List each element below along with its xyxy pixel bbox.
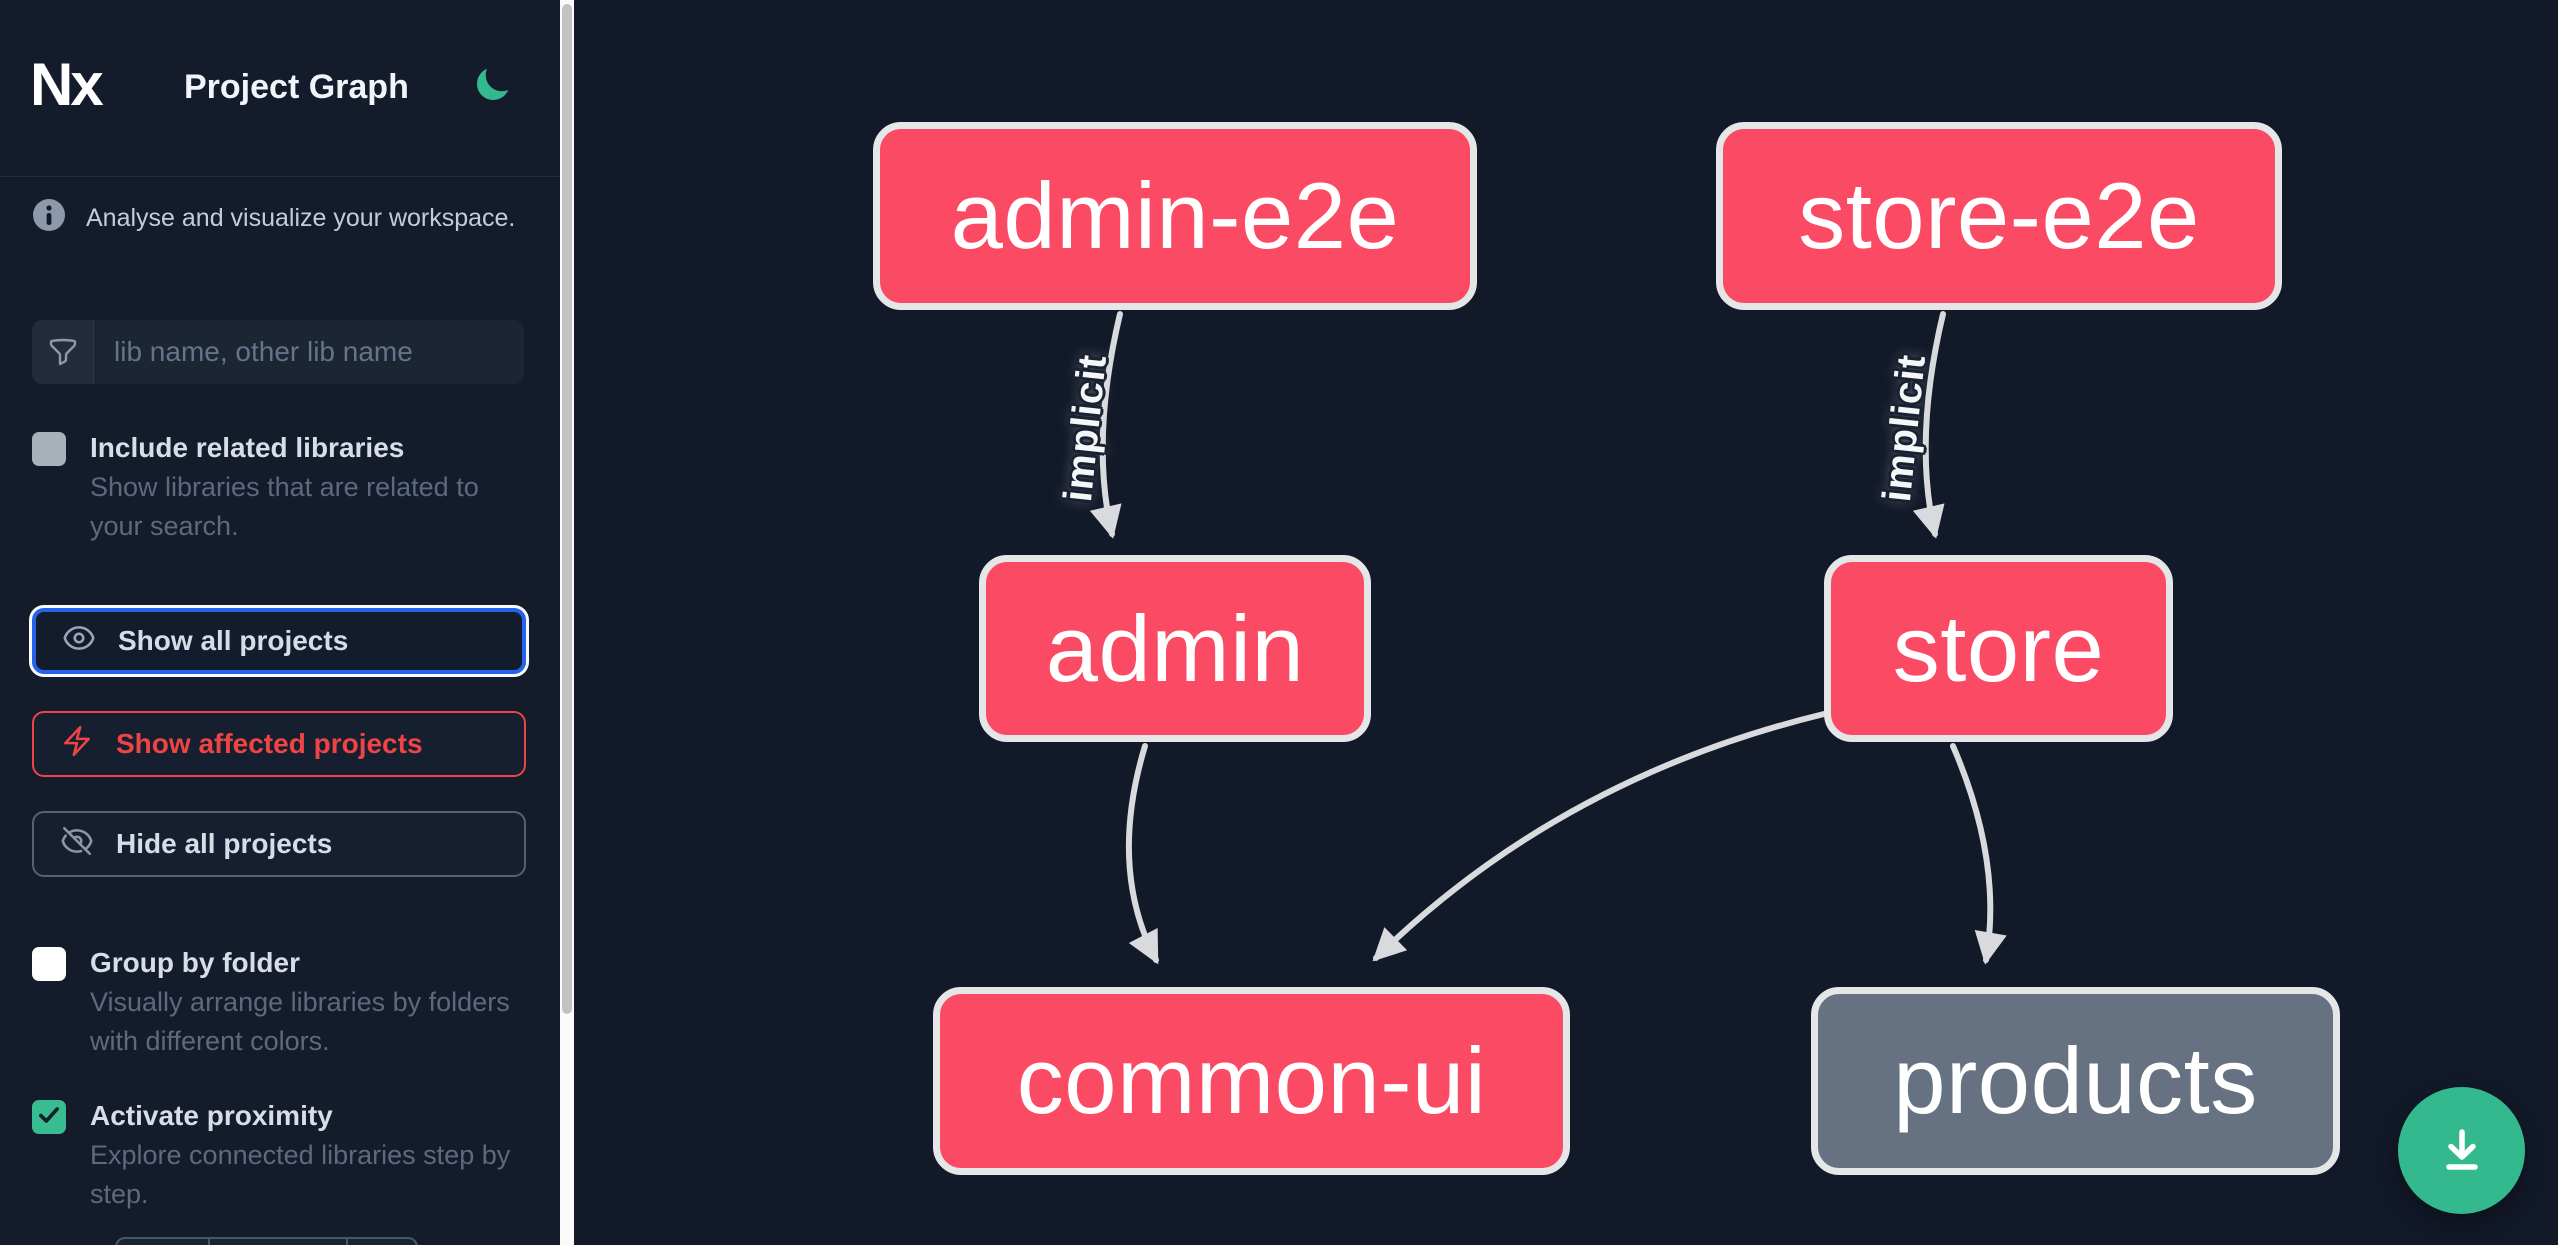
option-activate-proximity: Activate proximity Explore connected lib… bbox=[32, 1098, 528, 1214]
group-by-folder-label[interactable]: Group by folder bbox=[90, 947, 300, 978]
button-label: Show affected projects bbox=[116, 728, 423, 759]
bolt-icon bbox=[60, 724, 94, 765]
search-box bbox=[32, 320, 524, 384]
activate-proximity-description: Explore connected libraries step by step… bbox=[90, 1140, 511, 1209]
edge-store-e2e-to-store bbox=[1912, 311, 1946, 539]
stepper-value bbox=[208, 1237, 348, 1245]
tagline-row: Analyse and visualize your workspace. bbox=[32, 198, 515, 239]
button-label: Hide all projects bbox=[116, 828, 333, 859]
group-by-folder-description: Visually arrange libraries by folders wi… bbox=[90, 987, 510, 1056]
graph-node-common-ui[interactable]: common-ui bbox=[933, 987, 1570, 1175]
graph-node-store-e2e[interactable]: store-e2e bbox=[1716, 122, 2282, 310]
search-input[interactable] bbox=[94, 320, 524, 384]
option-include-related: Include related libraries Show libraries… bbox=[32, 430, 528, 546]
activate-proximity-checkbox[interactable] bbox=[32, 1100, 66, 1134]
nx-logo: Nx bbox=[30, 51, 104, 118]
tagline-text: Analyse and visualize your workspace. bbox=[86, 204, 516, 232]
show-affected-projects-button[interactable]: Show affected projects bbox=[32, 711, 526, 777]
include-related-label[interactable]: Include related libraries bbox=[90, 432, 405, 463]
node-label: store bbox=[1892, 595, 2105, 701]
stepper-decrement[interactable] bbox=[115, 1237, 208, 1245]
sidebar-scrollbar[interactable] bbox=[560, 0, 574, 1245]
check-icon bbox=[36, 1102, 62, 1133]
show-all-projects-button[interactable]: Show all projects bbox=[32, 608, 526, 674]
node-label: store-e2e bbox=[1798, 163, 2200, 268]
filter-icon bbox=[32, 320, 94, 384]
eye-icon bbox=[62, 621, 96, 662]
sidebar-header: Nx Project Graph bbox=[0, 0, 560, 177]
sidebar: Nx Project Graph Analyse and visualize y… bbox=[0, 0, 560, 1245]
theme-toggle-button[interactable] bbox=[470, 64, 514, 108]
graph-node-store[interactable]: store bbox=[1824, 555, 2173, 742]
graph-node-admin[interactable]: admin bbox=[979, 555, 1371, 742]
edge-store-to-products bbox=[1950, 743, 2007, 965]
group-by-folder-checkbox[interactable] bbox=[32, 947, 66, 981]
activate-proximity-label[interactable]: Activate proximity bbox=[90, 1100, 333, 1131]
page-title: Project Graph bbox=[184, 68, 409, 106]
include-related-description: Show libraries that are related to your … bbox=[90, 472, 479, 541]
stepper-increment[interactable] bbox=[348, 1237, 418, 1245]
info-icon bbox=[32, 198, 66, 239]
hide-all-projects-button[interactable]: Hide all projects bbox=[32, 811, 526, 877]
download-image-button[interactable] bbox=[2398, 1087, 2525, 1214]
node-label: products bbox=[1893, 1028, 2258, 1133]
scrollbar-thumb[interactable] bbox=[562, 4, 572, 1014]
graph-node-products[interactable]: products bbox=[1811, 987, 2340, 1175]
option-group-by-folder: Group by folder Visually arrange librari… bbox=[32, 945, 528, 1061]
button-label: Show all projects bbox=[118, 625, 349, 656]
include-related-checkbox[interactable] bbox=[32, 432, 66, 466]
moon-icon bbox=[472, 68, 512, 108]
node-label: common-ui bbox=[1016, 1028, 1487, 1133]
proximity-depth-stepper[interactable] bbox=[115, 1237, 418, 1245]
download-icon bbox=[2432, 1119, 2492, 1182]
edge-store-to-common-ui bbox=[1372, 711, 1827, 962]
edge-admin-to-common-ui bbox=[1125, 743, 1159, 965]
node-label: admin-e2e bbox=[950, 163, 1400, 268]
node-label: admin bbox=[1045, 595, 1305, 701]
graph-node-admin-e2e[interactable]: admin-e2e bbox=[873, 122, 1477, 310]
edge-admin-e2e-to-admin bbox=[1089, 311, 1123, 539]
eye-slash-icon bbox=[60, 824, 94, 865]
